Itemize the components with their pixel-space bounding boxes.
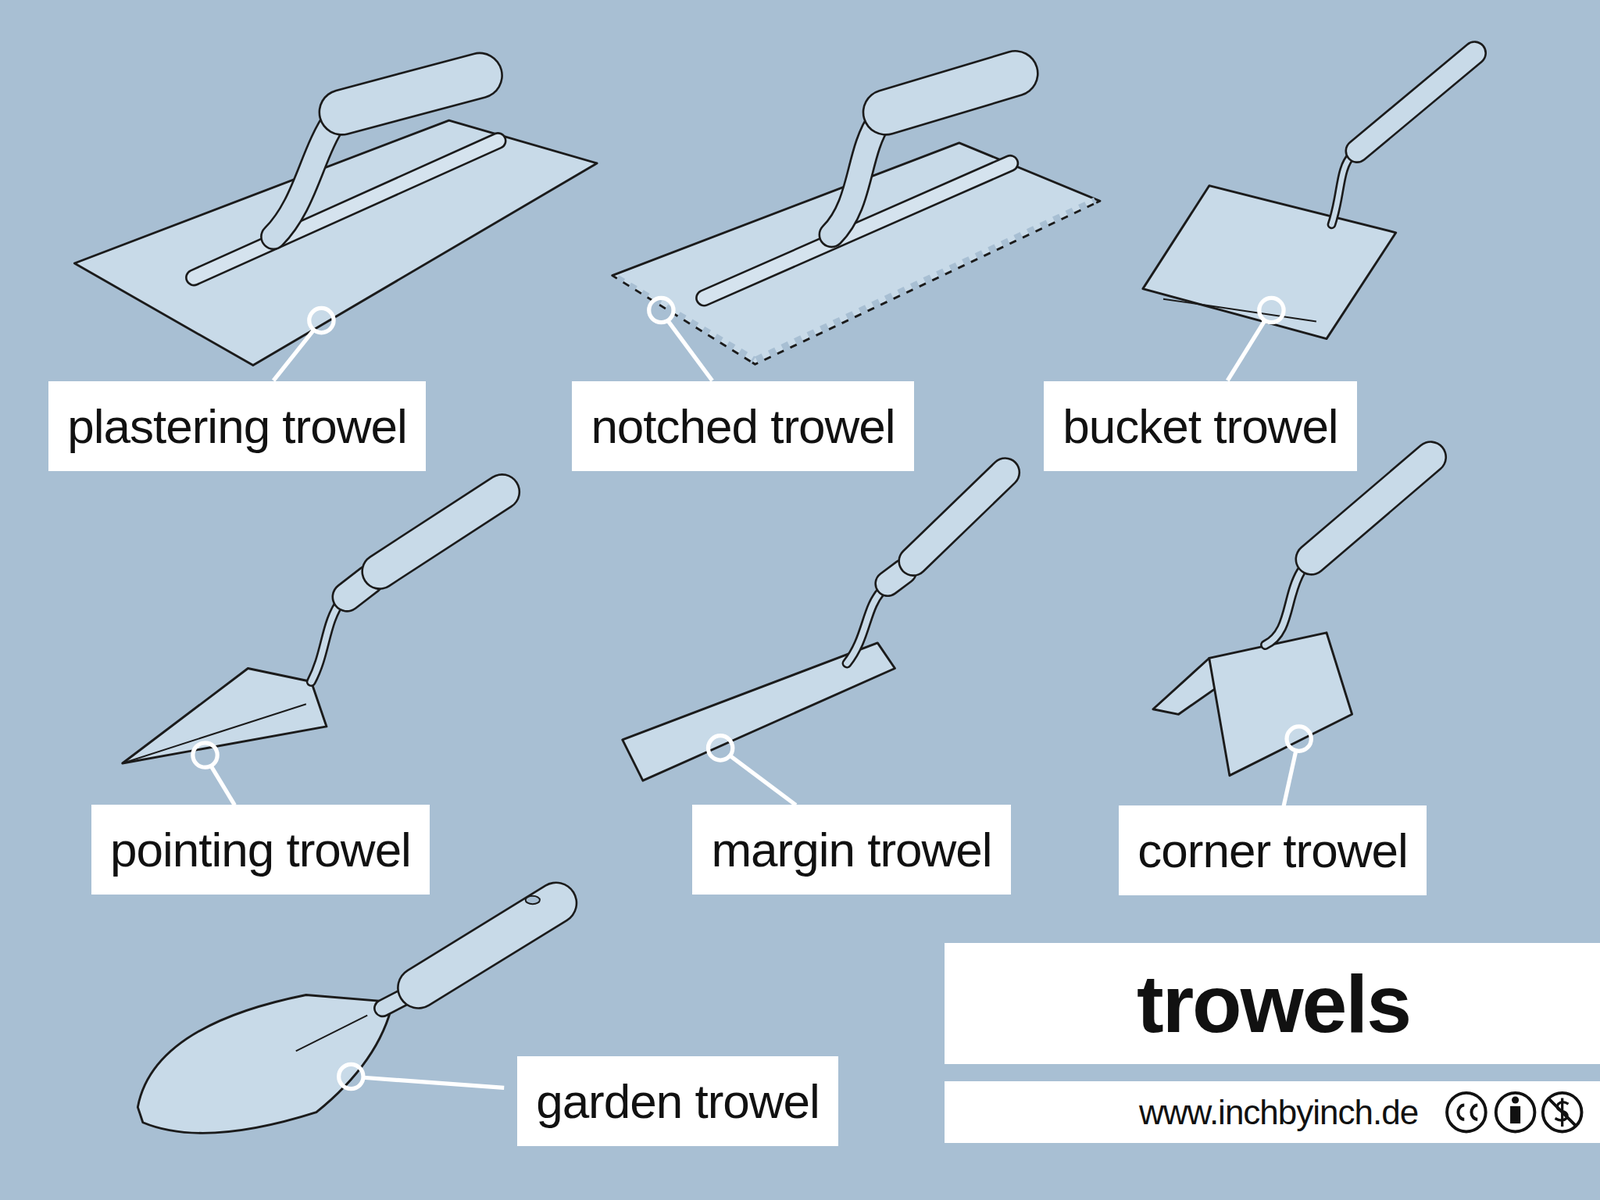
label-box: garden trowel (517, 1056, 839, 1147)
label-box: bucket trowel (1043, 381, 1358, 472)
trowel-name: plastering trowel (67, 402, 407, 451)
title: trowels (1136, 963, 1411, 1045)
plastering-trowel-drawing (74, 75, 597, 366)
pointing-trowel-drawing (122, 492, 503, 764)
bucket-trowel-drawing (1142, 53, 1475, 340)
trowel-name: corner trowel (1137, 826, 1408, 875)
notched-trowel-drawing (612, 73, 1100, 365)
garden-trowel-drawing (137, 896, 557, 1134)
trowel-name: pointing trowel (110, 825, 411, 875)
trowel-name: notched trowel (590, 402, 895, 451)
margin-trowel-drawing (622, 472, 1006, 781)
trowel-name: bucket trowel (1062, 402, 1338, 451)
trowel-name: margin trowel (710, 825, 992, 875)
corner-trowel-drawing (1153, 457, 1431, 776)
label-box: corner trowel (1118, 805, 1427, 896)
label-box: plastering trowel (48, 381, 426, 472)
label-box: margin trowel (692, 804, 1011, 895)
label-box: notched trowel (571, 381, 915, 472)
label-box: pointing trowel (91, 804, 430, 895)
website-url: www.inchbyinch.de (1139, 1095, 1418, 1130)
trowel-name: garden trowel (535, 1077, 820, 1126)
title-panel: trowels (944, 942, 1600, 1065)
